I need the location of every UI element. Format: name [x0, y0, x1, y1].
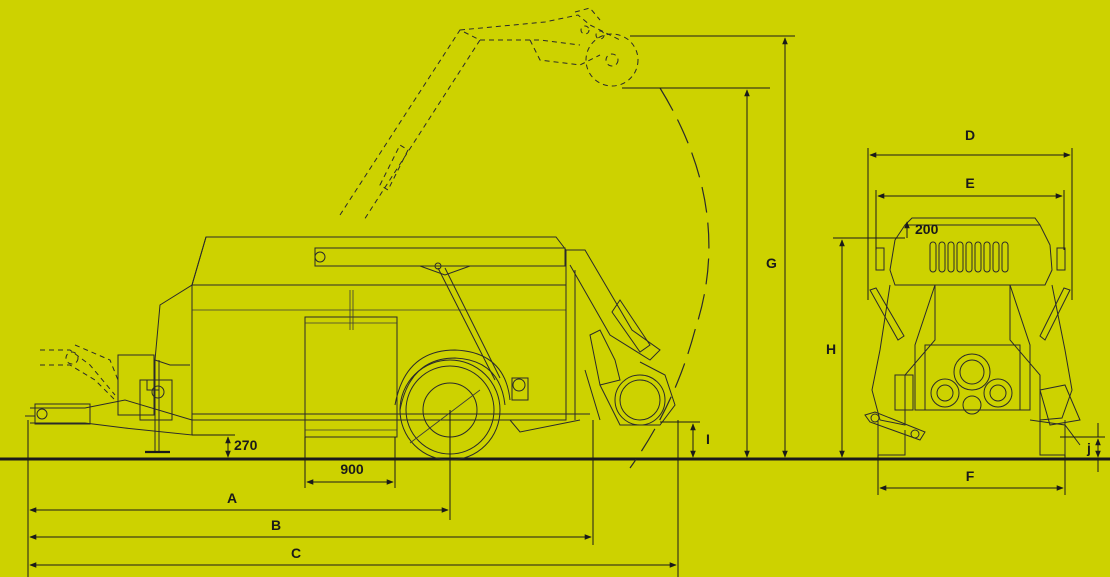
- label-E: E: [965, 175, 974, 191]
- label-j: j: [1086, 440, 1091, 456]
- label-C: C: [291, 545, 301, 561]
- label-I: I: [706, 431, 710, 447]
- side-view-baler: [25, 236, 676, 461]
- side-dimensions: [27, 35, 795, 577]
- raised-arm-dashed: [339, 7, 639, 221]
- rear-dimensions: [833, 148, 1105, 495]
- swing-arc: [629, 87, 710, 469]
- label-H: H: [826, 341, 836, 357]
- vent-slots: [929, 241, 1009, 273]
- label-270: 270: [234, 437, 258, 453]
- label-200: 200: [915, 221, 939, 237]
- label-F: F: [966, 468, 975, 484]
- label-900: 900: [340, 461, 364, 477]
- label-B: B: [271, 517, 281, 533]
- label-G: G: [766, 255, 777, 271]
- label-A: A: [227, 490, 237, 506]
- rear-view-baler: [864, 217, 1081, 456]
- label-D: D: [965, 127, 975, 143]
